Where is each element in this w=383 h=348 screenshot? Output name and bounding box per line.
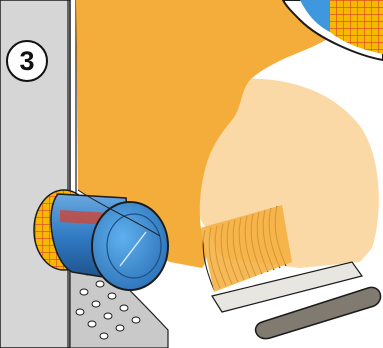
roller-face [92,202,168,290]
step-number-badge: 3 [6,40,48,82]
